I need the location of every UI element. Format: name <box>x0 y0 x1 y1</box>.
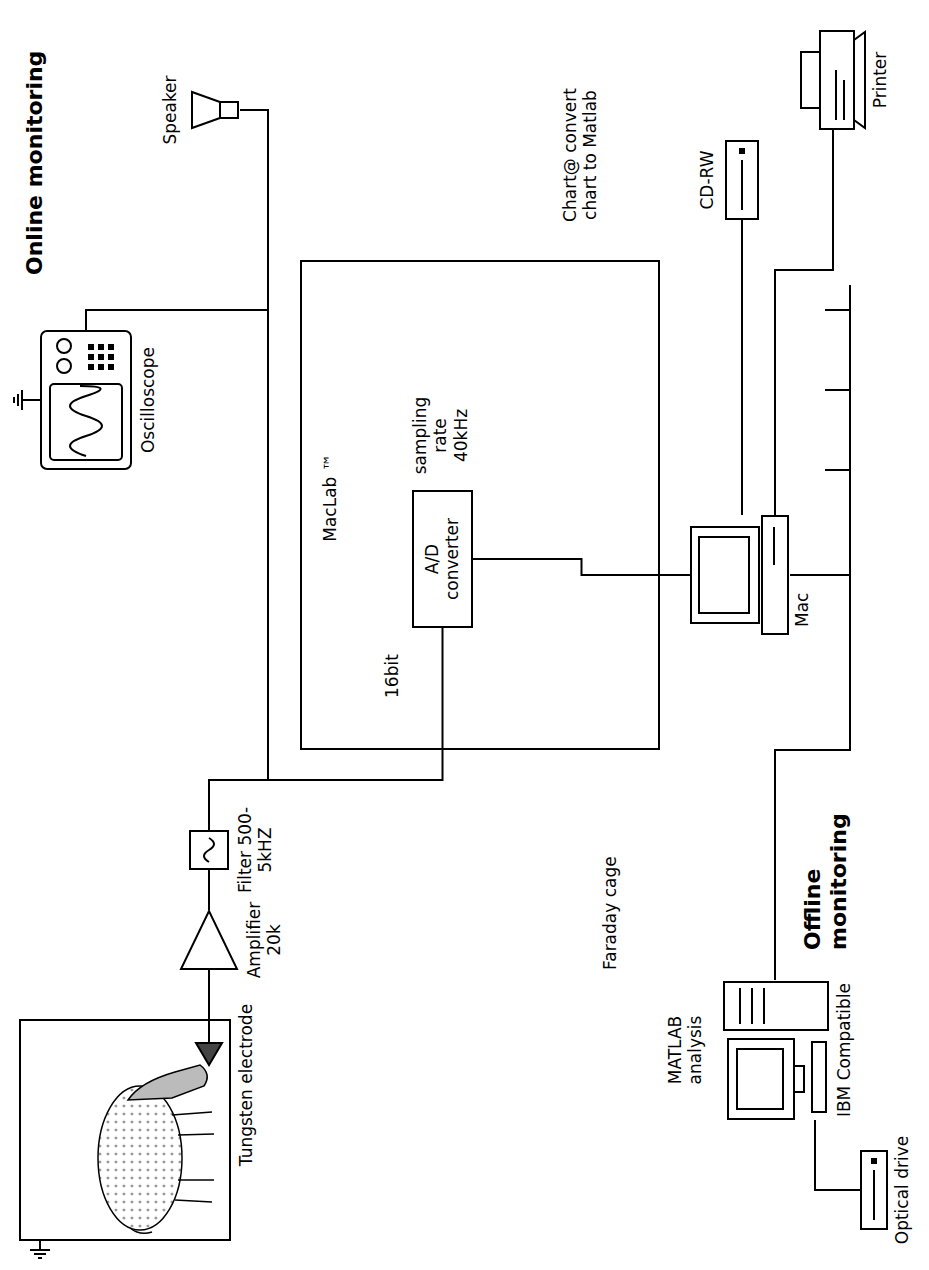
node-label: IBM Compatible <box>834 970 854 1130</box>
node-label: Mac <box>792 567 812 627</box>
signal-wire <box>208 970 210 1043</box>
cd-rw-drive: CD-RW <box>725 140 759 220</box>
software-note: Chart@ convert chart to Matlab <box>560 70 601 240</box>
speaker-symbol: Speaker <box>190 90 240 130</box>
signal-wire <box>741 220 743 515</box>
node-label: Speaker <box>160 70 180 150</box>
node-label: CD-RW <box>697 140 717 220</box>
node-label: Filter 500-5kHZ <box>235 800 276 900</box>
mac-computer: Mac <box>690 515 790 635</box>
maclab-box: MacLab ™16bitA/D convertersampling rate … <box>300 260 660 750</box>
node-label: MacLab ™ <box>320 398 340 598</box>
software-note: MATLAB analysis <box>665 1000 706 1100</box>
node-label: sampling rate 40kHz <box>410 393 471 478</box>
signal-wire <box>473 559 690 575</box>
printer: Printer <box>800 30 866 130</box>
filter-box: Filter 500-5kHZ <box>189 830 229 870</box>
network-bus <box>825 285 850 575</box>
node-label: Optical drive <box>892 1130 912 1250</box>
signal-wire <box>209 110 268 830</box>
sheep-figure <box>98 1065 214 1233</box>
node-label: Tungsten electrode <box>236 995 256 1175</box>
signal-wire <box>775 130 833 515</box>
signal-wire <box>209 628 443 830</box>
tungsten-electrode: Tungsten electrode <box>196 1043 222 1065</box>
node-label: Amplifier 20k <box>244 890 285 990</box>
section-title: Offline monitoring <box>800 780 853 950</box>
faraday-cage-box <box>20 1020 230 1240</box>
oscilloscope: Oscilloscope <box>40 330 132 470</box>
optical-drive: Optical drive <box>860 1150 888 1230</box>
node-label: Printer <box>870 30 890 130</box>
ad-converter-box: A/D convertersampling rate 40kHz <box>412 490 473 628</box>
node-label: Oscilloscope <box>138 330 158 470</box>
amplifier-symbol: Amplifier 20k <box>180 910 238 970</box>
section-title: Online monitoring <box>22 13 48 275</box>
signal-wire <box>208 870 210 910</box>
node-label: 16bit <box>382 618 402 698</box>
signal-wire <box>815 1120 860 1190</box>
region-label: Faraday cage <box>600 810 620 970</box>
ibm-computer: IBM Compatible <box>720 980 830 1120</box>
node-label: A/D converter <box>422 504 463 614</box>
ground-symbol <box>30 1240 50 1258</box>
ground-symbol <box>14 390 40 410</box>
